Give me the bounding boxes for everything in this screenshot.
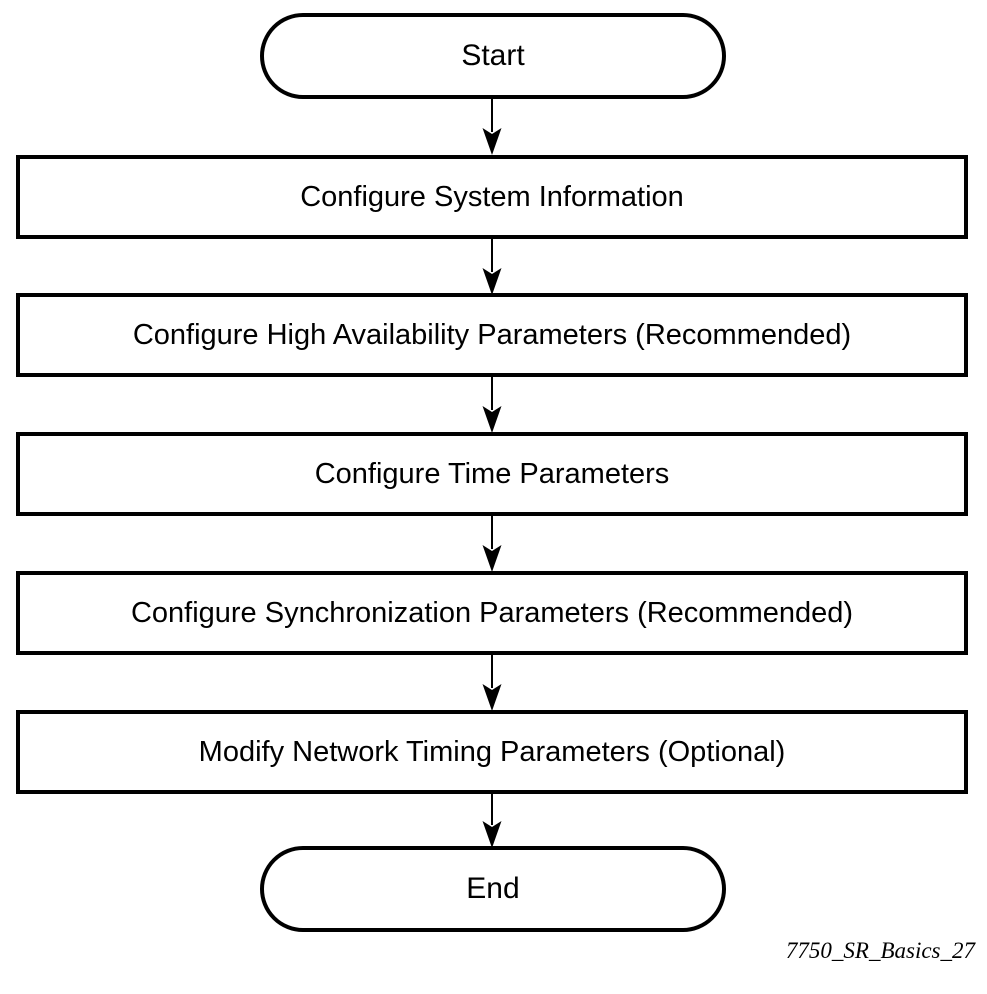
- process-step-label: Configure System Information: [300, 180, 684, 213]
- start-label: Start: [461, 39, 525, 72]
- start-terminator: Start: [260, 13, 726, 99]
- flow-arrow-icon: [482, 377, 502, 433]
- flow-arrow-icon: [482, 516, 502, 572]
- process-step-label: Configure Synchronization Parameters (Re…: [130, 596, 854, 629]
- process-step-2: Configure High Availability Parameters (…: [16, 293, 968, 377]
- process-step-5: Modify Network Timing Parameters (Option…: [16, 710, 968, 794]
- end-label: End: [466, 872, 520, 905]
- figure-caption: 7750_SR_Basics_27: [785, 938, 975, 963]
- process-step-label: Configure Time Parameters: [314, 457, 670, 490]
- process-step-label: Modify Network Timing Parameters (Option…: [198, 735, 786, 768]
- process-step-1: Configure System Information: [16, 155, 968, 239]
- process-step-label: Configure High Availability Parameters (…: [132, 318, 852, 351]
- flow-arrow-icon: [482, 792, 502, 848]
- flow-arrow-icon: [482, 99, 502, 155]
- flow-arrow-icon: [482, 655, 502, 711]
- process-step-3: Configure Time Parameters: [16, 432, 968, 516]
- end-terminator: End: [260, 846, 726, 932]
- process-step-4: Configure Synchronization Parameters (Re…: [16, 571, 968, 655]
- flow-arrow-icon: [482, 239, 502, 295]
